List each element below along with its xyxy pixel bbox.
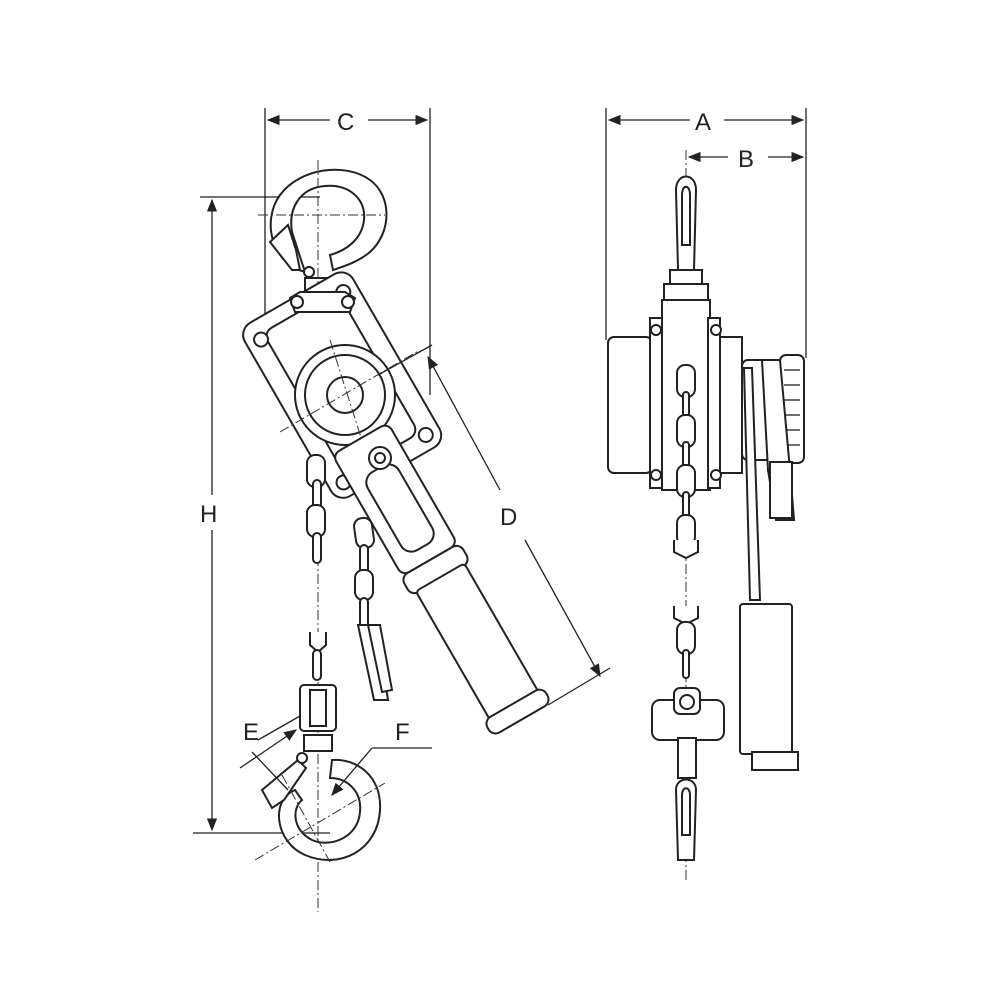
front-view: C H [193, 108, 611, 912]
top-hook-side [663, 175, 709, 301]
dimension-b: B [687, 146, 805, 173]
bottom-hook [260, 752, 382, 861]
hoist-body-side [607, 299, 743, 491]
dimension-c: C [264, 108, 431, 395]
label-c: C [337, 109, 354, 136]
dimension-d: D [377, 344, 611, 706]
load-chain-side [673, 364, 699, 679]
lever-handle [334, 424, 550, 735]
lever-handle-side [739, 359, 799, 771]
dimension-e: E [239, 715, 301, 791]
label-d: D [500, 504, 517, 531]
bottom-hook-block-side [651, 687, 725, 861]
side-view: A B [605, 108, 807, 882]
load-chain-left [306, 454, 327, 681]
hand-chain-slack [353, 516, 394, 701]
dimension-a: A [605, 108, 807, 358]
label-b: B [738, 146, 754, 173]
label-a: A [695, 109, 711, 136]
dimension-h: H [193, 196, 330, 834]
label-f: F [395, 719, 410, 746]
label-h: H [200, 501, 217, 528]
dimension-f: F [331, 719, 432, 796]
label-e: E [243, 719, 259, 746]
top-hook [268, 168, 388, 293]
bottom-hook-block [299, 684, 337, 752]
